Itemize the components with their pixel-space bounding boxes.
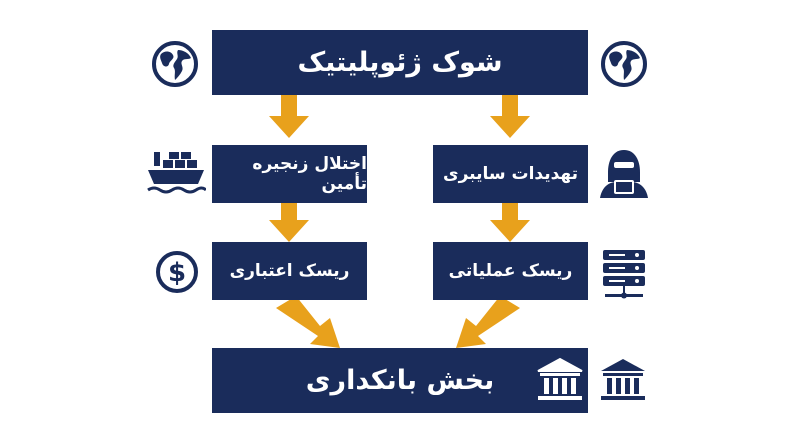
credit-risk-box: ریسک اعتباری bbox=[212, 242, 367, 300]
arrow-credit-to-bottom bbox=[276, 296, 340, 348]
arrow-oper-to-bottom bbox=[456, 296, 520, 348]
arrow-cyber-to-oper bbox=[490, 203, 530, 242]
supply-chain-label: اختلال زنجیره تأمین bbox=[252, 154, 367, 194]
banking-sector-box: بخش بانکداری bbox=[212, 348, 588, 413]
globe-icon bbox=[601, 41, 647, 87]
bank-icon bbox=[537, 357, 583, 400]
geopolitical-shock-label: شوک ژئوپلیتیک bbox=[297, 47, 503, 78]
cargo-ship-icon bbox=[147, 152, 206, 194]
cyber-threats-label: تهدیدات سایبری bbox=[442, 164, 579, 184]
banking-sector-label: بخش بانکداری bbox=[305, 365, 495, 396]
arrow-top-to-supply bbox=[269, 95, 309, 138]
svg-text:$: $ bbox=[168, 258, 186, 288]
supply-chain-box: اختلال زنجیره تأمین bbox=[212, 145, 367, 203]
arrow-top-to-cyber bbox=[490, 95, 530, 138]
operational-risk-label: ریسک عملیاتی bbox=[448, 261, 573, 281]
globe-icon bbox=[152, 41, 198, 87]
bank-icon bbox=[601, 359, 645, 400]
credit-risk-label: ریسک اعتباری bbox=[229, 261, 350, 281]
server-icon bbox=[603, 250, 645, 299]
dollar-coin-icon: $ bbox=[156, 251, 198, 293]
arrow-supply-to-credit bbox=[269, 203, 309, 242]
operational-risk-box: ریسک عملیاتی bbox=[433, 242, 588, 300]
cyber-threats-box: تهدیدات سایبری bbox=[433, 145, 588, 203]
geopolitical-shock-box: شوک ژئوپلیتیک bbox=[212, 30, 588, 95]
hacker-icon bbox=[600, 150, 648, 198]
